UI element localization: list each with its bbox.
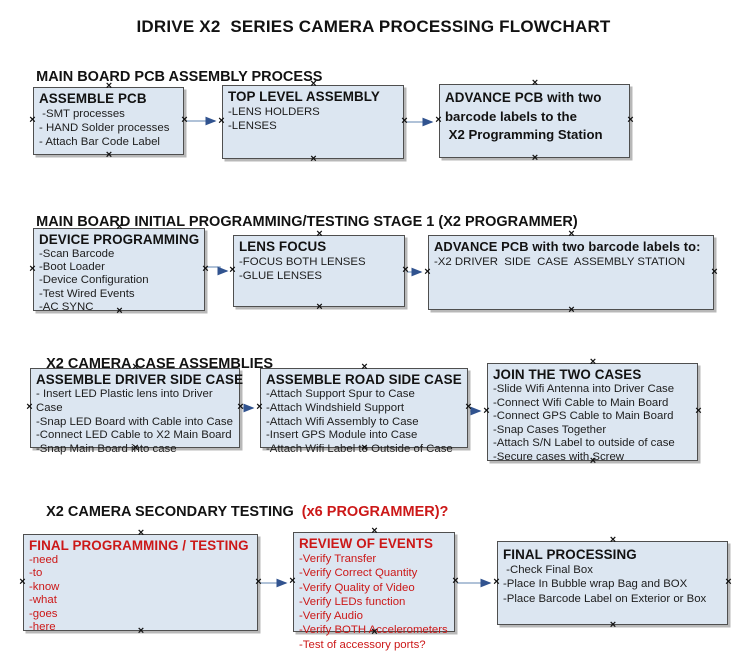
section-header-text: MAIN BOARD PCB ASSEMBLY PROCESS <box>36 69 323 85</box>
box-title: DEVICE PROGRAMMING <box>39 232 200 247</box>
box-title: FINAL PROGRAMMING / TESTING <box>29 538 249 553</box>
box-advance-pcb-programming-station[interactable]: ADVANCE PCB with two barcode labels to t… <box>439 84 630 158</box>
connection-point-icon <box>105 151 114 160</box>
section-header-text: MAIN BOARD INITIAL PROGRAMMING/TESTING S… <box>36 214 578 230</box>
connection-point-icon <box>180 116 189 125</box>
box-assemble-driver-side-case[interactable]: ASSEMBLE DRIVER SIDE CASE - Insert LED P… <box>30 368 244 455</box>
page-title: IDRIVE X2 SERIES CAMERA PROCESSING FLOWC… <box>136 17 611 36</box>
connection-point-icon <box>531 154 540 163</box>
box-items: -Check Final Box -Place In Bubble wrap B… <box>503 564 707 605</box>
box-items: -LENS HOLDERS -LENSES <box>228 106 320 133</box>
section-header-text: X2 CAMERA SECONDARY TESTING <box>46 504 294 520</box>
box-items: -Verify Transfer -Verify Correct Quantit… <box>299 553 448 651</box>
box-items: barcode labels to the X2 Programming Sta… <box>445 108 603 143</box>
connection-point-icon <box>609 621 618 630</box>
connection-point-icon <box>710 268 719 277</box>
box-join-the-two-cases[interactable]: JOIN THE TWO CASES -Slide Wifi Antenna i… <box>487 363 698 463</box>
box-review-of-events[interactable]: REVIEW OF EVENTS -Verify Transfer -Verif… <box>293 532 455 651</box>
connection-point-icon <box>423 268 432 277</box>
connection-point-icon <box>401 266 410 275</box>
connection-point-icon <box>201 265 210 274</box>
box-items: -X2 DRIVER SIDE CASE ASSEMBLY STATION <box>434 256 686 268</box>
box-items: -FOCUS BOTH LENSES -GLUE LENSES <box>239 256 366 283</box>
connection-point-icon <box>228 266 237 275</box>
connection-point-icon <box>609 536 618 545</box>
connection-point-icon <box>451 577 460 586</box>
box-top-level-assembly[interactable]: TOP LEVEL ASSEMBLY -LENS HOLDERS -LENSES <box>222 85 404 159</box>
box-title: JOIN THE TWO CASES <box>493 367 642 382</box>
connection-point-icon <box>309 155 318 164</box>
box-lens-focus[interactable]: LENS FOCUS -FOCUS BOTH LENSES -GLUE LENS… <box>233 235 405 307</box>
connection-point-icon <box>18 578 27 587</box>
box-title: ADVANCE PCB with two barcode labels to: <box>434 239 701 254</box>
connection-point-icon <box>482 407 491 416</box>
section-header-secondary-testing: X2 CAMERA SECONDARY TESTING (x6 PROGRAMM… <box>30 488 448 536</box>
connection-point-icon <box>28 265 37 274</box>
connection-point-icon <box>492 578 501 587</box>
connection-point-icon <box>254 578 263 587</box>
box-items: -need -to -know -what -goes -here <box>29 554 60 634</box>
box-assemble-pcb[interactable]: ASSEMBLE PCB -SMT processes - HAND Solde… <box>33 87 184 155</box>
connection-point-icon <box>531 79 540 88</box>
section-header-red-suffix: (x6 PROGRAMMER)? <box>293 504 449 520</box>
section-header-initial-programming: MAIN BOARD INITIAL PROGRAMMING/TESTING S… <box>20 198 578 246</box>
box-title: REVIEW OF EVENTS <box>299 536 434 551</box>
box-assemble-road-side-case[interactable]: ASSEMBLE ROAD SIDE CASE -Attach Support … <box>260 368 468 455</box>
connection-point-icon <box>694 407 703 416</box>
box-final-programming-testing[interactable]: FINAL PROGRAMMING / TESTING -need -to -k… <box>23 534 258 634</box>
box-title: ASSEMBLE PCB <box>39 91 147 106</box>
connection-point-icon <box>315 303 324 312</box>
connection-point-icon <box>255 403 264 412</box>
section-header-pcb-assembly: MAIN BOARD PCB ASSEMBLY PROCESS <box>20 53 322 101</box>
connection-point-icon <box>25 403 34 412</box>
connection-point-icon <box>236 403 245 412</box>
box-items: -Slide Wifi Antenna into Driver Case -Co… <box>493 383 675 463</box>
connection-point-icon <box>434 116 443 125</box>
box-title: ADVANCE PCB with two <box>445 90 602 105</box>
box-title: TOP LEVEL ASSEMBLY <box>228 89 380 104</box>
connection-point-icon <box>567 306 576 315</box>
box-title: ASSEMBLE DRIVER SIDE CASE <box>36 372 244 387</box>
box-device-programming[interactable]: DEVICE PROGRAMMING -Scan Barcode -Boot L… <box>33 228 205 313</box>
connection-point-icon <box>464 403 473 412</box>
connection-point-icon <box>400 117 409 126</box>
box-items: - Insert LED Plastic lens into Driver Ca… <box>36 388 233 456</box>
connection-point-icon <box>217 117 226 126</box>
box-items: -SMT processes - HAND Solder processes -… <box>39 108 170 149</box>
box-final-processing[interactable]: FINAL PROCESSING -Check Final Box -Place… <box>497 541 728 625</box>
box-title: FINAL PROCESSING <box>503 547 637 562</box>
box-items: -Scan Barcode -Boot Loader -Device Confi… <box>39 248 149 313</box>
connection-point-icon <box>626 116 635 125</box>
box-items: -Attach Support Spur to Case -Attach Win… <box>266 388 453 456</box>
connection-point-icon <box>724 578 733 587</box>
box-advance-pcb-driver-side-station[interactable]: ADVANCE PCB with two barcode labels to: … <box>428 235 714 310</box>
connection-point-icon <box>28 116 37 125</box>
box-title: ASSEMBLE ROAD SIDE CASE <box>266 372 462 387</box>
connection-point-icon <box>288 577 297 586</box>
box-title: LENS FOCUS <box>239 239 327 254</box>
